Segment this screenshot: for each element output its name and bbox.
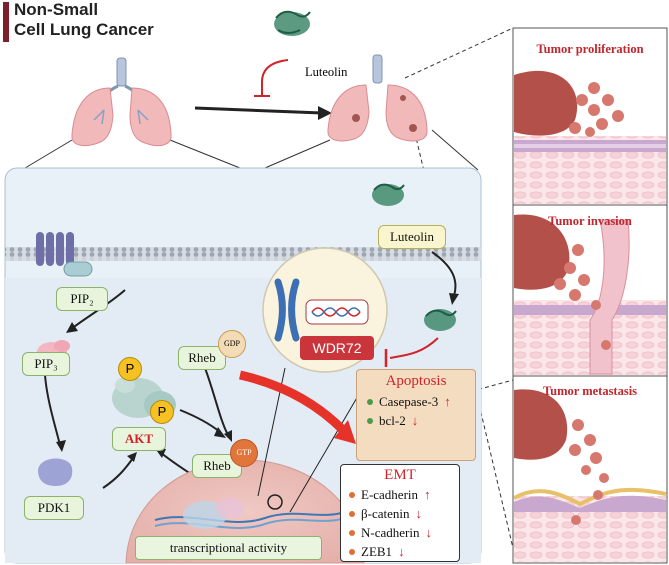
proliferation-illustration xyxy=(514,70,666,204)
luteolin-molecule-icon xyxy=(274,10,311,36)
emt-item: E-cadherin↑ xyxy=(349,485,459,504)
transcription-box: transcriptional activity xyxy=(135,536,322,560)
emt-item: β-catenin↓ xyxy=(349,504,459,523)
zoom-line-right xyxy=(264,139,331,169)
gtp-badge: GTP xyxy=(230,439,258,467)
progression-arrow xyxy=(194,106,323,115)
apoptosis-title: Apoptosis xyxy=(385,373,447,389)
pip2-box: PIP₂ xyxy=(56,287,108,311)
luteolin-cell-molecule-icon xyxy=(372,183,405,206)
cancer-lung-icon xyxy=(327,54,428,142)
title-line-2: Cell Lung Cancer xyxy=(14,20,154,39)
rheb-gdp-box: Rheb xyxy=(178,346,226,370)
invasion-illustration xyxy=(514,214,666,375)
phosphate-icon-1: P xyxy=(118,357,142,381)
cell-membrane xyxy=(5,247,481,261)
zoom-line-left-2 xyxy=(169,139,241,169)
apoptosis-item: bcl-2↓ xyxy=(367,411,475,430)
panel-title-metastasis: Tumor metastasis xyxy=(542,384,638,398)
apoptosis-box: Apoptosis Casepase-3↑ bcl-2↓ xyxy=(356,369,476,461)
luteolin-top-label: Luteolin xyxy=(305,65,348,79)
panel-title-invasion: Tumor invasion xyxy=(548,214,632,228)
metastasis-illustration xyxy=(513,389,667,562)
zoom-dash-top xyxy=(404,27,514,79)
wdr72-box: WDR72 xyxy=(300,336,374,360)
pip3-box: PIP₃ xyxy=(22,352,70,376)
healthy-lung-icon xyxy=(71,57,172,147)
emt-box: EMT E-cadherin↑ β-catenin↓ N-cadherin↓ Z… xyxy=(340,464,460,562)
title-line-1: Non-Small xyxy=(14,0,99,19)
emt-item: ZEB1↓ xyxy=(349,542,459,561)
title-accent-bar xyxy=(3,2,9,42)
pdk1-molecule-icon xyxy=(38,458,73,486)
luteolin-cell-box: Luteolin xyxy=(378,225,446,249)
emt-title: EMT xyxy=(384,467,416,483)
akt-box: AKT xyxy=(112,427,166,451)
pdk1-box: PDK1 xyxy=(24,496,84,520)
apoptosis-item: Casepase-3↑ xyxy=(367,392,475,411)
dna-helix-box xyxy=(305,299,369,325)
receptor-icon xyxy=(36,232,93,277)
gdp-badge: GDP xyxy=(218,330,246,358)
luteolin-bound-molecule-icon xyxy=(424,309,457,331)
chromosome-icon xyxy=(274,278,300,342)
figure-title: Non-Small Cell Lung Cancer xyxy=(14,0,154,40)
panel-title-proliferation: Tumor proliferation xyxy=(536,42,644,56)
emt-item: N-cadherin↓ xyxy=(349,523,459,542)
phosphate-icon-2: P xyxy=(150,400,174,424)
